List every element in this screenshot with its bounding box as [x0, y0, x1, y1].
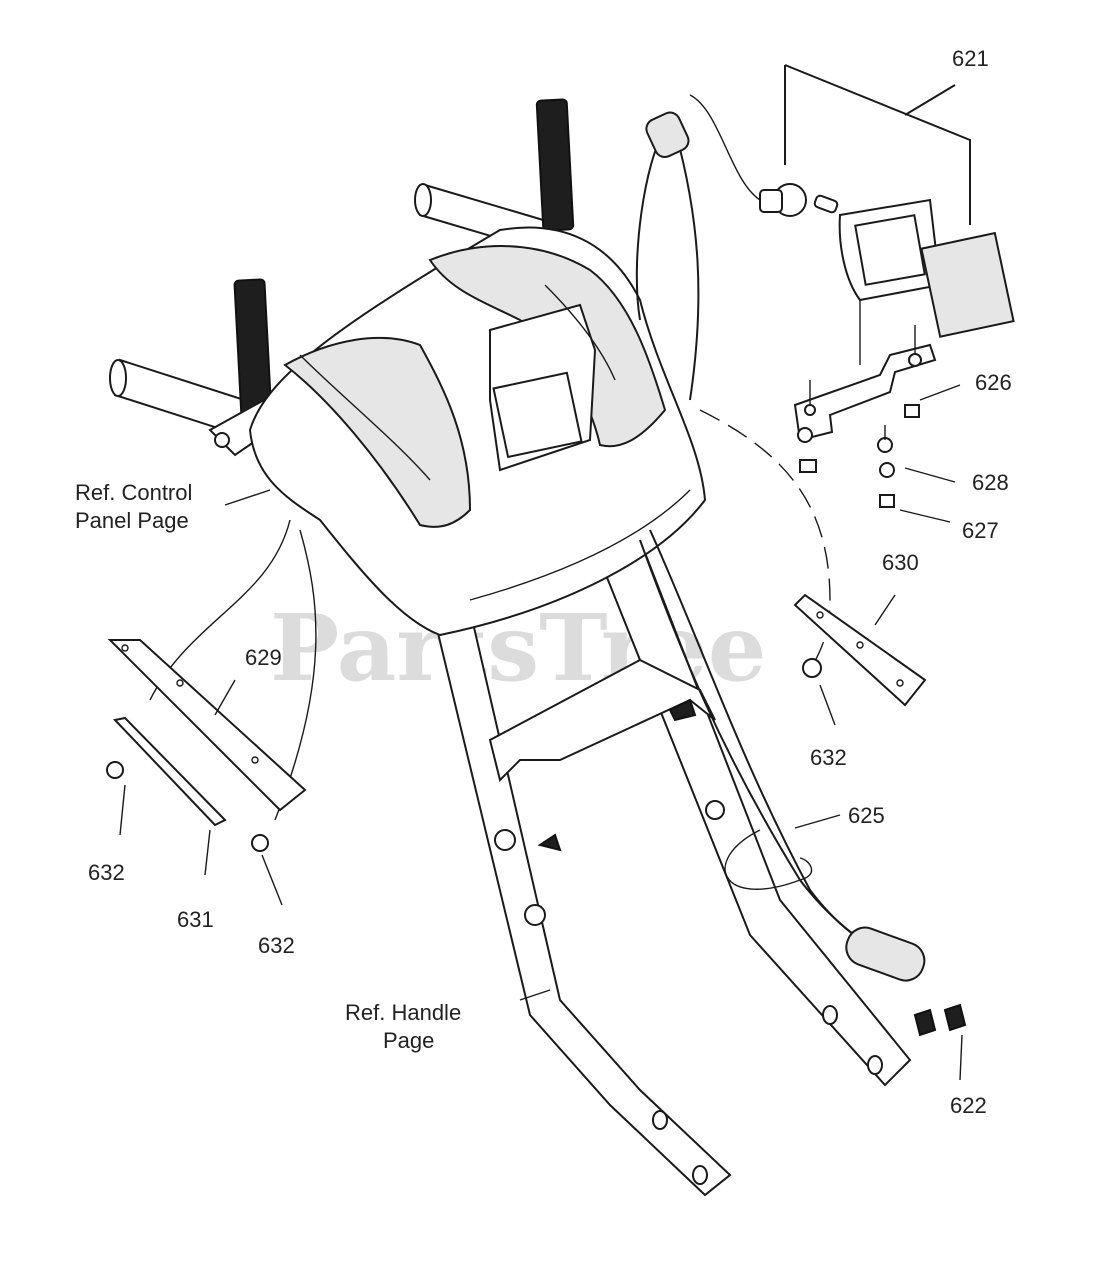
part-labels: Ref. Control Panel Page Ref. Handle Page… — [75, 46, 1012, 1118]
handle-frame — [428, 538, 912, 1197]
label-ref-control-panel-line1: Ref. Control — [75, 480, 192, 505]
leader-lines — [119, 384, 963, 1081]
label-631: 631 — [177, 907, 214, 932]
label-632-right: 632 — [810, 745, 847, 770]
label-632-mid: 632 — [258, 933, 295, 958]
label-632-left: 632 — [88, 860, 125, 885]
label-ref-handle-line2: Page — [383, 1028, 434, 1053]
light-assembly — [689, 64, 1015, 338]
wire-harness — [149, 111, 967, 1037]
label-ref-control-panel-line2: Panel Page — [75, 508, 189, 533]
label-621: 621 — [952, 46, 989, 71]
label-627: 627 — [962, 518, 999, 543]
mounting-plates — [106, 593, 927, 852]
label-ref-handle-line1: Ref. Handle — [345, 1000, 461, 1025]
bracket-626 — [793, 300, 937, 508]
label-630: 630 — [882, 550, 919, 575]
label-628: 628 — [972, 470, 1009, 495]
label-629: 629 — [245, 645, 282, 670]
label-625: 625 — [848, 803, 885, 828]
label-622: 622 — [950, 1093, 987, 1118]
control-panel-housing — [248, 226, 707, 637]
label-626: 626 — [975, 370, 1012, 395]
